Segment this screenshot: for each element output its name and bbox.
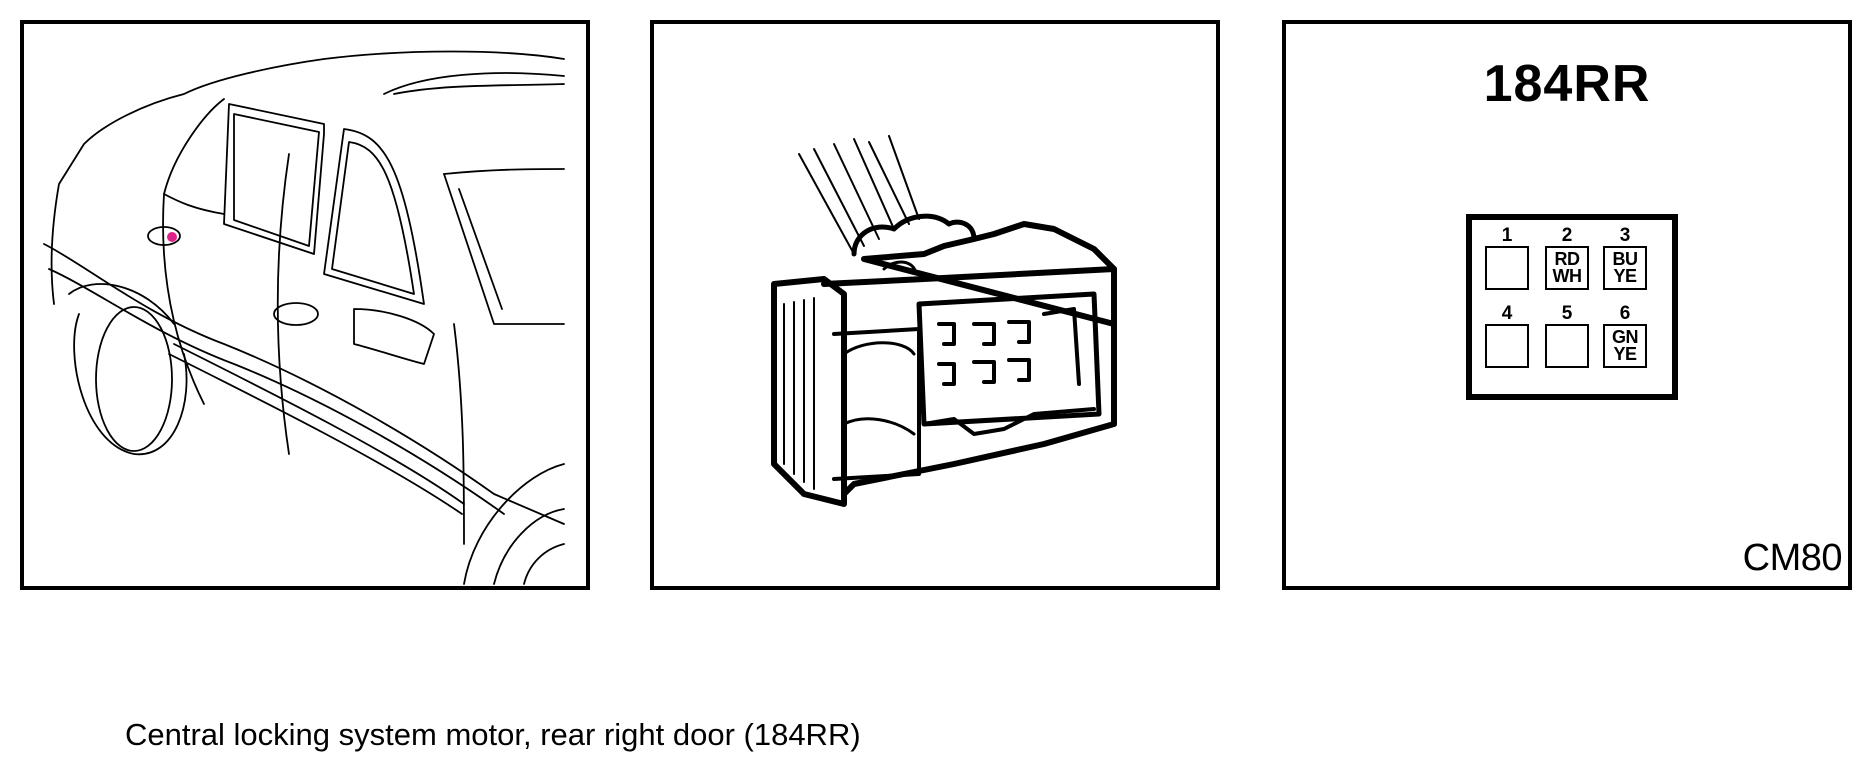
pin-number: 4	[1501, 303, 1513, 324]
wire-color: YE	[1613, 266, 1637, 286]
pin-number: 3	[1619, 225, 1631, 246]
pin-5: 5	[1542, 304, 1592, 368]
pin-1: 1	[1482, 226, 1532, 290]
wire-color: BU	[1612, 249, 1639, 269]
pin-number: 5	[1561, 303, 1573, 324]
pin-number: 1	[1501, 225, 1513, 246]
pin-cell	[1485, 246, 1529, 290]
figure-caption: Central locking system motor, rear right…	[125, 717, 861, 752]
pin-cell: RD WH	[1545, 246, 1589, 290]
vehicle-location-panel	[20, 20, 590, 590]
connector-housing-illustration	[771, 135, 1117, 507]
wire-color: GN	[1612, 327, 1639, 347]
pin-cell: BU YE	[1603, 246, 1647, 290]
wire-color: YE	[1613, 344, 1637, 364]
pinout-grid: 1 2 RD WH 3 BU YE 4 5 6	[1466, 214, 1678, 400]
pin-number: 6	[1619, 303, 1631, 324]
connector-illustration-panel	[650, 20, 1220, 590]
pin-2: 2 RD WH	[1542, 226, 1592, 290]
pin-4: 4	[1482, 304, 1532, 368]
pin-cell	[1485, 324, 1529, 368]
wire-color: WH	[1552, 266, 1583, 286]
pin-number: 2	[1561, 225, 1573, 246]
diagram-code: CM80	[1742, 537, 1843, 579]
car-illustration	[43, 50, 565, 585]
pin-3: 3 BU YE	[1600, 226, 1650, 290]
pin-6: 6 GN YE	[1600, 304, 1650, 368]
pin-cell: GN YE	[1603, 324, 1647, 368]
lock-location-marker	[167, 232, 177, 242]
connector-title: 184RR	[1483, 55, 1651, 113]
wire-color: RD	[1554, 249, 1581, 269]
connector-pinout-panel: 184RR 1 2 RD WH 3 BU YE 4 5	[1282, 20, 1852, 590]
pin-cell	[1545, 324, 1589, 368]
